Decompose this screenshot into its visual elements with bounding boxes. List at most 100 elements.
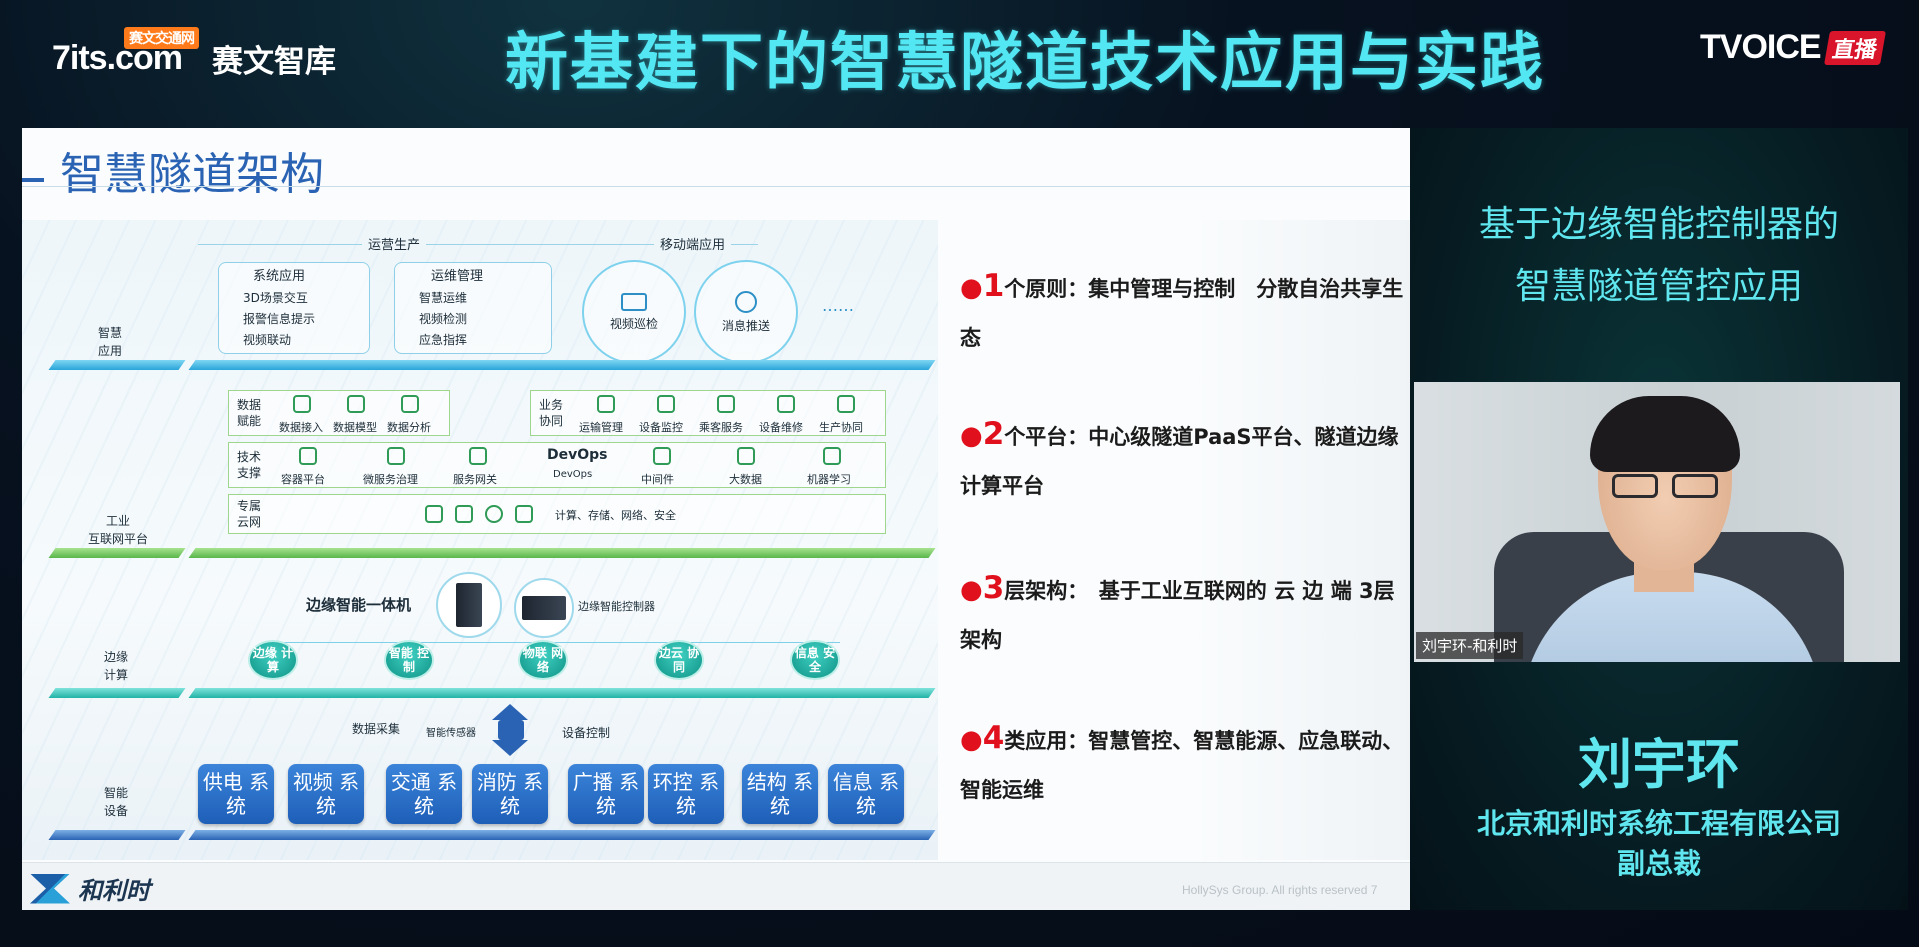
speaker-video: 刘宇环-和利时 xyxy=(1414,382,1900,662)
brand-name: 赛文智库 xyxy=(211,43,336,80)
bullet-icon: ● xyxy=(960,575,983,605)
data-analysis-icon xyxy=(401,395,419,413)
video-patrol-circle: 视频巡检 xyxy=(582,260,686,364)
stream-title: 新基建下的智慧隧道技术应用与实践 xyxy=(505,26,1545,99)
layer-bar-iiot xyxy=(188,548,936,558)
data-enable-item: 数据接入 xyxy=(279,421,323,434)
system-tile: 环控 系统 xyxy=(648,764,724,824)
key-point-2: ●2个平台：中心级隧道PaaS平台、隧道边缘计算平台 xyxy=(960,410,1410,511)
broadcaster-name: TVOICE xyxy=(1700,28,1822,66)
presentation-slide: 智慧隧道架构 运营生产 移动端应用 系统应用 3D场景交互 报警信息提示 视频联… xyxy=(22,128,1410,910)
tech-item: 中间件 xyxy=(641,473,674,486)
system-app-item: 3D场景交互 xyxy=(243,291,308,305)
data-enable-item: 数据分析 xyxy=(387,421,431,434)
ops-label: 运营生产 xyxy=(362,234,427,253)
layer-bar-app xyxy=(188,360,936,370)
bullet-icon: ● xyxy=(960,725,983,755)
top-label-line xyxy=(198,244,758,245)
edge-machine-label: 边缘智能一体机 xyxy=(306,596,412,614)
point-number: 3 xyxy=(982,570,1005,606)
slide-title-marker xyxy=(22,178,44,182)
system-app-item: 视频联动 xyxy=(243,333,292,347)
tech-item: 机器学习 xyxy=(807,473,851,486)
system-tile: 广播 系统 xyxy=(568,764,644,824)
controller-icon xyxy=(522,596,566,620)
monitor-icon xyxy=(621,292,647,311)
edge-item-pill: 物联 网络 xyxy=(518,640,568,680)
point-text: 类应用：智慧管控、智慧能源、应急联动、智能运维 xyxy=(960,729,1404,802)
ops-mgmt-title: 运维管理 xyxy=(431,269,484,284)
data-enable-box: 数据 赋能 数据接入 数据模型 数据分析 xyxy=(228,390,450,436)
edge-machine-device xyxy=(436,572,502,638)
cloud-text: 计算、存储、网络、安全 xyxy=(555,509,676,522)
edge-controller-device xyxy=(514,578,574,638)
architecture-diagram: 运营生产 移动端应用 系统应用 3D场景交互 报警信息提示 视频联动 运维管理 … xyxy=(22,220,938,860)
refresh-icon xyxy=(735,290,757,313)
talk-title-line-2: 智慧隧道管控应用 xyxy=(1514,266,1803,307)
tech-item: 服务网关 xyxy=(453,473,497,486)
monitor-device-icon xyxy=(657,395,675,413)
mobile-label: 移动端应用 xyxy=(654,234,732,253)
machine-learning-icon xyxy=(823,447,841,465)
layer-bar-edge-left xyxy=(48,688,186,698)
slide-title-divider xyxy=(22,186,1410,187)
layer-label-app: 智慧 应用 xyxy=(98,326,123,358)
bullet-icon: ● xyxy=(960,273,983,303)
system-tile: 视频 系统 xyxy=(288,764,364,824)
business-item: 生产协同 xyxy=(819,421,863,434)
point-number: 2 xyxy=(982,416,1005,452)
business-item: 设备维修 xyxy=(759,421,803,434)
business-item: 运输管理 xyxy=(579,421,623,434)
layer-label-edge: 边缘 计算 xyxy=(104,650,129,682)
company-logo: 和利时 xyxy=(30,871,150,906)
network-icon xyxy=(485,505,503,523)
ops-mgmt-box: 运维管理 智慧运维 视频检测 应急指挥 xyxy=(394,262,552,354)
sensor-icon xyxy=(498,720,524,740)
business-item: 设备监控 xyxy=(639,421,683,434)
video-participant-label: 刘宇环-和利时 xyxy=(1416,632,1524,659)
layer-bar-device xyxy=(188,830,936,840)
edge-item-pill: 信息 安全 xyxy=(790,640,840,680)
system-app-item: 报警信息提示 xyxy=(243,312,316,326)
point-number: 4 xyxy=(982,720,1005,756)
container-icon xyxy=(299,447,317,465)
system-tile: 交通 系统 xyxy=(386,764,462,824)
glasses-icon xyxy=(1612,474,1724,500)
ops-mgmt-item: 视频检测 xyxy=(419,312,468,326)
tech-item: 微服务治理 xyxy=(363,473,418,486)
arrow-down-icon xyxy=(492,740,528,756)
brand-site: 7its.com 赛文交通网 xyxy=(52,26,199,78)
key-point-4: ●4类应用：智慧管控、智慧能源、应急联动、智能运维 xyxy=(960,714,1410,815)
layer-bar-iiot-left xyxy=(48,548,186,558)
middleware-icon xyxy=(653,447,671,465)
brand-tag: 赛文交通网 xyxy=(124,26,199,49)
speaker-hair xyxy=(1590,396,1740,472)
broadcaster-logo: TVOICE 直播 xyxy=(1700,28,1886,67)
more-ellipsis: …… xyxy=(822,296,854,315)
layer-bar-device-left xyxy=(48,830,186,840)
hollysys-logo-icon xyxy=(30,873,70,904)
ops-mgmt-item: 应急指挥 xyxy=(419,333,468,347)
edge-item-pill: 智能 控制 xyxy=(384,640,434,680)
talk-title-line-1: 基于边缘智能控制器的 xyxy=(1478,204,1839,245)
talk-title: 基于边缘智能控制器的 智慧隧道管控应用 xyxy=(1410,194,1908,318)
tech-item: 容器平台 xyxy=(281,473,325,486)
edge-item-pill: 边缘 计算 xyxy=(248,640,298,680)
microservice-icon xyxy=(387,447,405,465)
server-cabinet-icon xyxy=(456,583,482,627)
layer-label-iiot: 工业 互联网平台 xyxy=(88,514,149,546)
system-app-box: 系统应用 3D场景交互 报警信息提示 视频联动 xyxy=(218,262,370,354)
devops-big: DevOps xyxy=(547,447,608,463)
arrow-up-icon xyxy=(492,704,528,720)
cloud-label: 专属 云网 xyxy=(237,499,262,529)
data-import-icon xyxy=(293,395,311,413)
mobile-circle-label: 消息推送 xyxy=(721,318,770,333)
passenger-icon xyxy=(717,395,735,413)
tech-item: 大数据 xyxy=(729,473,762,486)
shield-icon xyxy=(515,505,533,523)
company-logo-text: 和利时 xyxy=(78,876,150,905)
speaker-name: 刘宇环 xyxy=(1578,733,1740,796)
edge-item-pill: 边云 协同 xyxy=(654,640,704,680)
system-tile: 信息 系统 xyxy=(828,764,904,824)
business-box: 业务 协同 运输管理 设备监控 乘客服务 设备维修 生产协同 xyxy=(530,390,886,436)
